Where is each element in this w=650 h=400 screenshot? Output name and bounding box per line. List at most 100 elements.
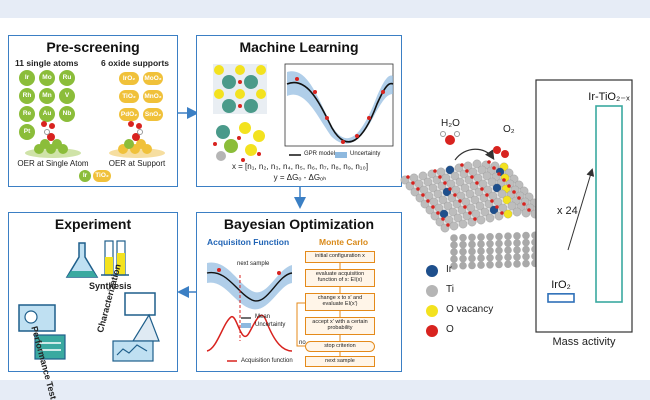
- ti-atom: [507, 201, 517, 211]
- ti-atom: [468, 254, 476, 263]
- ti-atom: [486, 240, 494, 248]
- mc-step-3: change x to x' and evaluate EI(x'): [305, 293, 375, 311]
- bo-legend-uncertainty: Uncertainty: [255, 322, 286, 328]
- ti-atom: [477, 233, 485, 241]
- ti-atom: [482, 171, 492, 181]
- ti-atom: [495, 246, 503, 255]
- prescreening-title: Pre-screening: [46, 39, 140, 55]
- acq-title: Acquisiton Function: [207, 237, 290, 247]
- mc-step-2: evaluate acquisition function of x: EI(x…: [305, 269, 375, 287]
- ti-atom: [495, 239, 503, 248]
- o-atom: [441, 217, 445, 221]
- ti-atom: [486, 261, 494, 269]
- ti-atom: [504, 239, 512, 247]
- water-molecule: [440, 131, 460, 145]
- combo-support-tio2: TiO₂: [93, 170, 111, 182]
- prescreening-panel: Pre-screening 11 single atoms 6 oxide su…: [8, 35, 178, 187]
- ti-atom: [513, 239, 521, 247]
- oxygen-label: O₂: [503, 124, 515, 135]
- bar-1: [595, 105, 623, 303]
- ti-atom: [459, 240, 467, 249]
- ti-atom: [495, 253, 503, 262]
- ti-atom: [450, 262, 458, 270]
- oxide-support-5: SnO₂: [143, 108, 163, 121]
- single-atom-mo: Mo: [39, 70, 55, 86]
- ti-atom: [450, 171, 460, 181]
- o-atom: [453, 193, 457, 197]
- ti-atom: [487, 177, 497, 187]
- legend-dot-0: [426, 265, 438, 277]
- bar-0: [547, 293, 575, 303]
- oxide-support-3: MnO₂: [143, 90, 163, 103]
- oxygen-molecule: [493, 146, 509, 158]
- ti-atom: [450, 255, 458, 263]
- ti-atom: [459, 261, 467, 270]
- legend-label-1: Ti: [446, 284, 454, 295]
- ti-atom: [468, 247, 476, 256]
- ti-atom: [486, 247, 494, 255]
- ti-atom: [468, 261, 476, 270]
- o-atom: [436, 211, 440, 215]
- ml-legend-uncertainty: Uncertainty: [350, 151, 381, 157]
- experiment-graphics: [18, 240, 160, 362]
- ti-atom: [450, 248, 458, 256]
- o-atom: [473, 217, 477, 221]
- ti-atom: [455, 177, 465, 187]
- o-atom: [480, 187, 484, 191]
- o-atom: [495, 205, 499, 209]
- o-atom: [438, 175, 442, 179]
- bo-acq-plot: [206, 262, 341, 362]
- mc-step-5: stop criterion: [305, 341, 375, 352]
- o-atom: [421, 193, 425, 197]
- ti-atom: [465, 189, 475, 199]
- ti-atom: [477, 261, 485, 269]
- legend-dot-1: [426, 285, 438, 297]
- gpr-plot: [284, 63, 394, 158]
- mc-no-label: no: [299, 340, 306, 346]
- ti-atom: [480, 207, 490, 217]
- o-atom: [468, 211, 472, 215]
- o-atom: [492, 166, 496, 170]
- ti-atom: [486, 233, 494, 241]
- chart-xlabel: Mass activity: [552, 336, 616, 348]
- characterization-icon: [112, 292, 160, 362]
- ml-formula-y: y = ΔGₒ - ΔGₒₕ: [273, 173, 327, 182]
- o-atom: [431, 205, 435, 209]
- ti-atom: [522, 252, 530, 261]
- oer-single-atom-caption: OER at Single Atom: [17, 159, 89, 168]
- o-atom: [517, 196, 521, 200]
- single-atom-au: Au: [39, 106, 55, 122]
- synthesis-label: Synthesis: [89, 281, 132, 291]
- ti-atom: [468, 233, 476, 242]
- ml-formula-x: x = [n₁, n₂, n₃, n₄, n₅, n₆, n₇, n₈, n₉,…: [231, 162, 369, 171]
- single-atom-rh: Rh: [19, 88, 35, 104]
- ti-atom: [459, 247, 467, 256]
- o-atom: [490, 199, 494, 203]
- ti-atom: [428, 183, 438, 193]
- o-atom: [458, 199, 462, 203]
- single-atom-mn: Mn: [39, 88, 55, 104]
- oer-support-caption: OER at Support: [108, 159, 166, 168]
- ti-atom: [460, 183, 470, 193]
- o-atom: [465, 169, 469, 173]
- o-atom: [527, 208, 531, 212]
- ti-atom: [504, 253, 512, 261]
- ml-graphics: [213, 63, 394, 162]
- ti-atom: [476, 215, 486, 225]
- ti-atom: [504, 260, 512, 268]
- legend-label-0: Ir: [446, 264, 453, 275]
- ti-atom: [504, 246, 512, 254]
- legend-dot-2: [426, 305, 438, 317]
- ti-atom: [433, 189, 443, 199]
- oxide-support-0: IrO₂: [119, 72, 139, 85]
- performance-test-icon: [18, 304, 66, 360]
- ti-atom: [513, 246, 521, 254]
- single-atom-ir: Ir: [19, 70, 35, 86]
- mc-step-6: next sample: [305, 356, 375, 367]
- ir-atom: [492, 183, 502, 193]
- ir-atom: [445, 165, 455, 175]
- ti-atom: [448, 207, 458, 217]
- ratio-arrow: [567, 168, 595, 251]
- ti-atom: [458, 219, 468, 229]
